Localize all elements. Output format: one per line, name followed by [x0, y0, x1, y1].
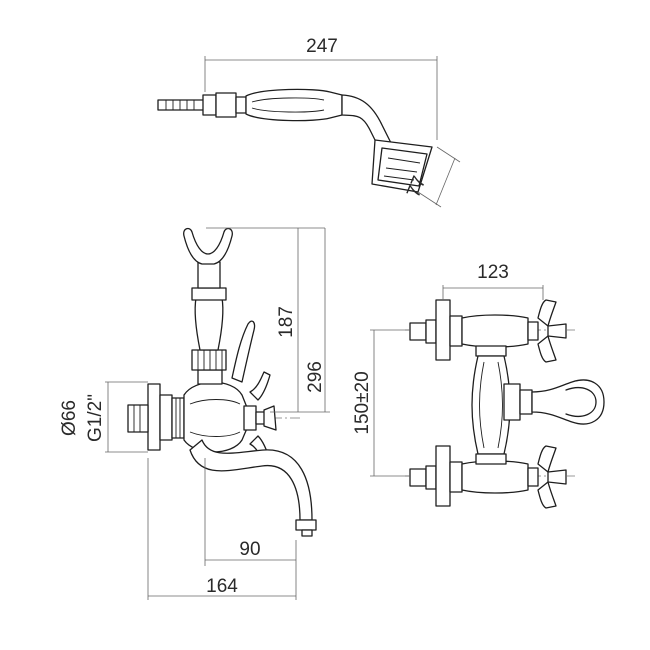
side-view-drawing: [127, 227, 317, 537]
dim-thread-size: G1/2": [85, 394, 106, 442]
dim-overall-depth: 164: [206, 576, 238, 597]
dim-side-total-height: 296: [305, 361, 326, 393]
dim-side-holder-height: 187: [276, 306, 297, 338]
dim-spout-projection: 90: [239, 539, 260, 560]
dim-handshower-length: 247: [306, 36, 338, 57]
side-view-dimensions: [105, 227, 330, 600]
dim-front-centers: 150±20: [352, 371, 373, 434]
front-view-dimensions: [370, 285, 544, 477]
dim-escutcheon-diameter: Ø66: [59, 400, 80, 436]
handshower-dimensions: [204, 56, 461, 208]
dim-front-width: 123: [477, 262, 509, 283]
handshower-drawing: [157, 88, 433, 193]
front-view-drawing: [405, 299, 605, 509]
